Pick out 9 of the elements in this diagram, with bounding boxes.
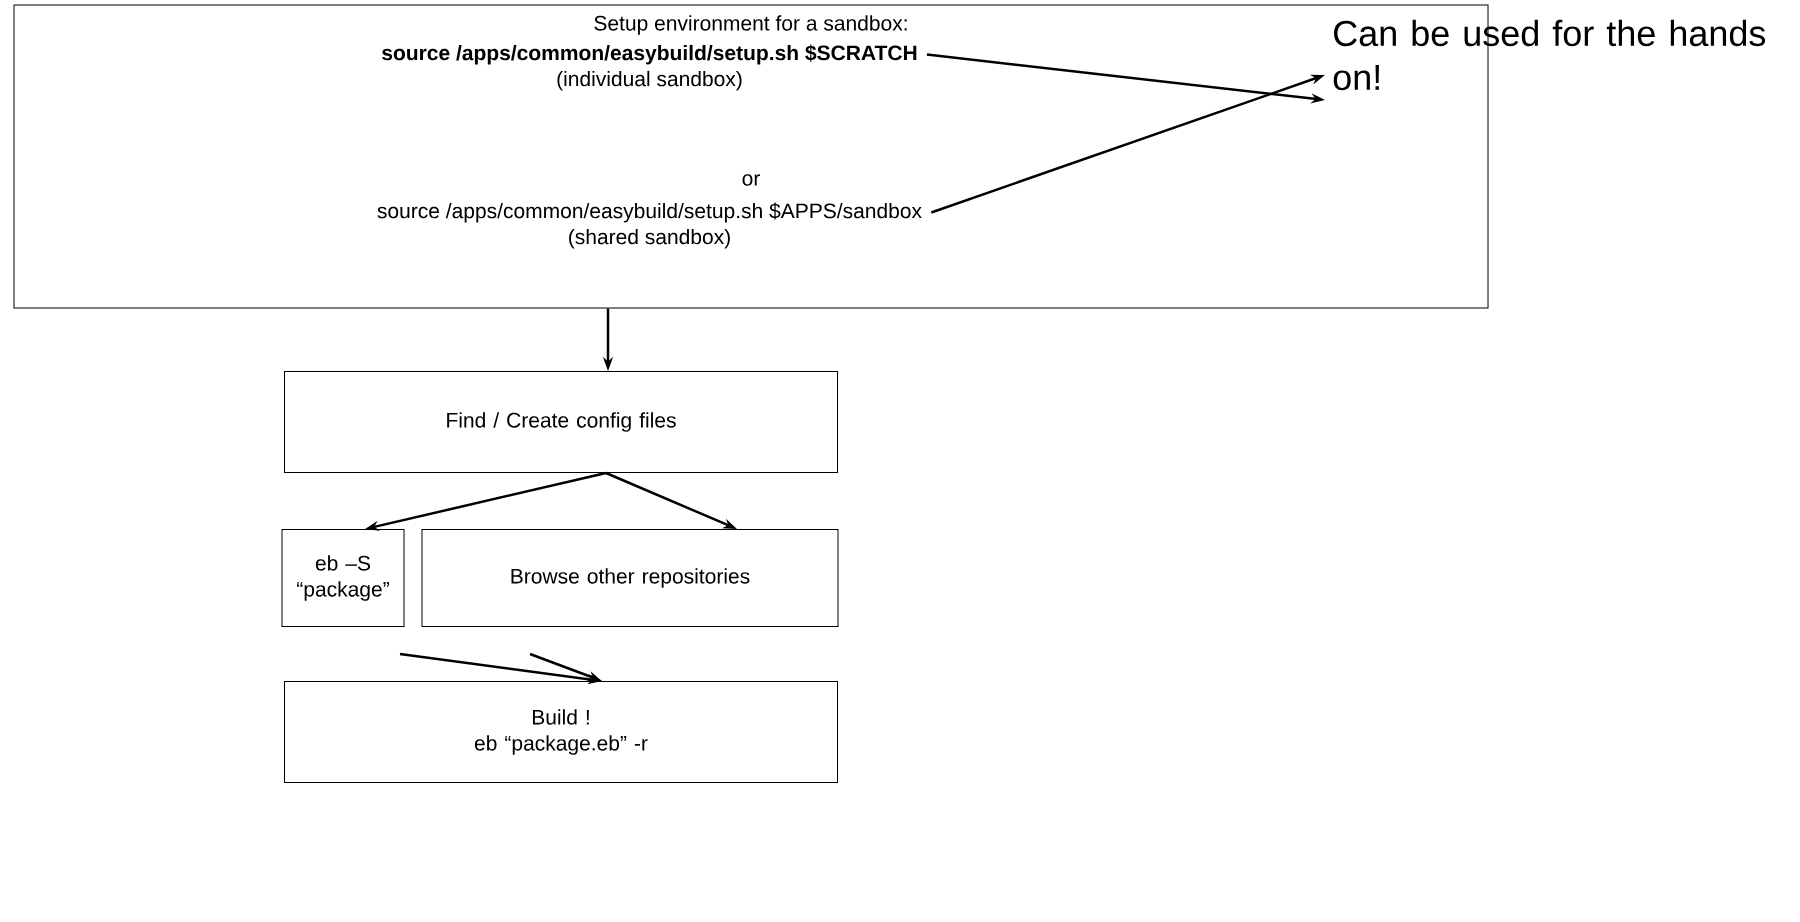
process-box: eb –S “package”	[281, 529, 405, 627]
caption-text: (shared sandbox)	[569, 228, 730, 249]
command-text: source /apps/common/easybuild/setup.sh $APPS/sandbox	[377, 202, 922, 223]
process-box: Build ! eb “package.eb” -r	[284, 681, 838, 783]
process-box: Browse other repositories	[421, 529, 839, 627]
command-text: source /apps/common/easybuild/setup.sh $SCRATCH	[382, 44, 917, 65]
caption-text: (individual sandbox)	[557, 70, 742, 91]
process-box: Find / Create config files	[284, 371, 838, 473]
note-text: Can be used for the hands on!	[1333, 19, 1766, 91]
